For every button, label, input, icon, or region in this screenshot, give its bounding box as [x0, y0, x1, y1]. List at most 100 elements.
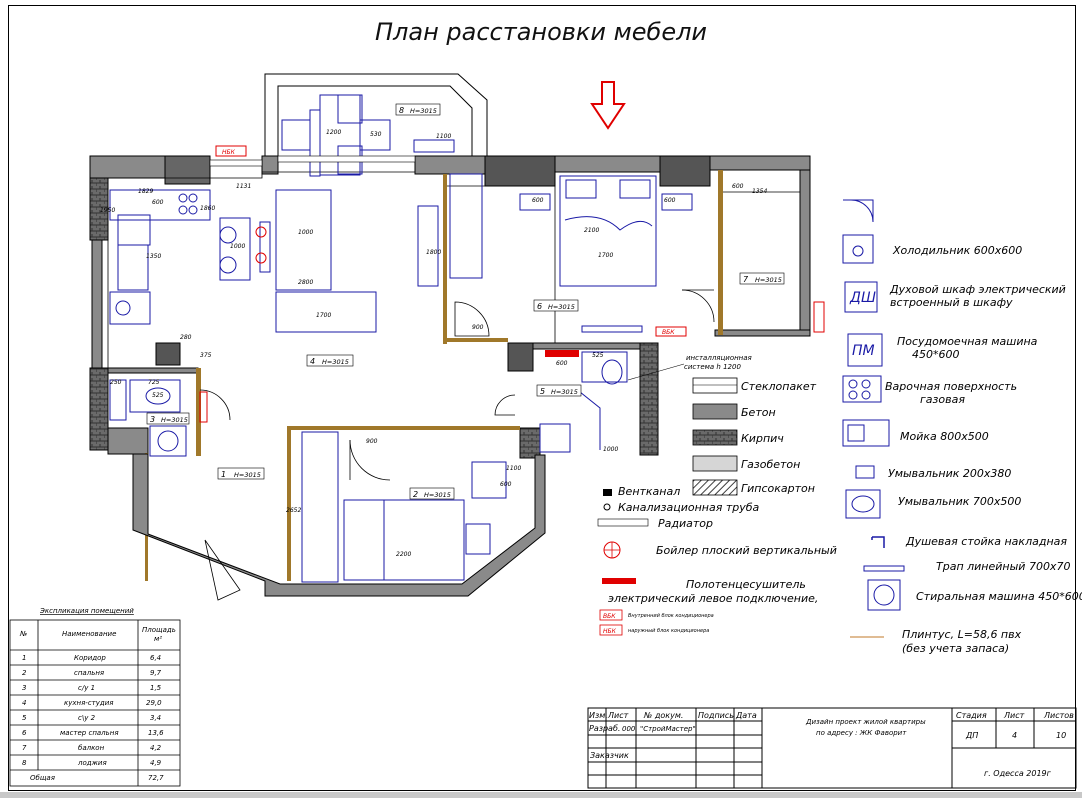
install-note: инсталляционная система h 1200 [627, 354, 752, 381]
svg-text:Бойлер плоский вертикальный: Бойлер плоский вертикальный [656, 544, 837, 557]
hob-icon [842, 375, 882, 403]
svg-text:Листов: Листов [1043, 711, 1074, 720]
dim-text: 600 [500, 481, 512, 488]
svg-text:5: 5 [22, 714, 27, 722]
svg-text:Плинтус, L=58,6 пвх: Плинтус, L=58,6 пвх [902, 628, 1022, 641]
svg-text:Внутренний блок кондиционера: Внутренний блок кондиционера [628, 613, 714, 619]
svg-text:Духовой шкаф электрический: Духовой шкаф электрический [889, 283, 1066, 296]
shower-icon [871, 536, 885, 548]
svg-text:8: 8 [399, 106, 404, 115]
beton-swatch [692, 403, 738, 420]
svg-text:7: 7 [743, 275, 749, 284]
svg-text:Умывальник 200х380: Умывальник 200х380 [888, 467, 1011, 480]
svg-text:7: 7 [22, 744, 27, 752]
svg-text:9,7: 9,7 [150, 669, 162, 677]
svg-text:1: 1 [221, 470, 226, 479]
svg-text:H=3015: H=3015 [755, 276, 782, 284]
svg-text:наружный блок кондиционера: наружный блок кондиционера [628, 628, 709, 634]
bottom-scrollbar[interactable] [0, 792, 1082, 798]
dim-text: 1000 [230, 243, 245, 250]
room-label-7: 7 H=3015 [739, 272, 785, 285]
title-block: Изм. Лист № докум. Подпись Дата Разраб. … [587, 707, 1077, 789]
svg-text:ПМ: ПМ [852, 343, 875, 359]
svg-text:ВБК: ВБК [662, 329, 675, 336]
towel-dryer-icon [602, 578, 636, 584]
svg-text:с\у 2: с\у 2 [78, 714, 96, 722]
svg-text:м²: м² [154, 635, 162, 643]
kitchen-sink-icon [842, 419, 890, 447]
dim-text: 250 [110, 379, 122, 386]
oven-icon [844, 281, 878, 313]
svg-text:г. Одесса 2019г: г. Одесса 2019г [984, 769, 1052, 778]
red-markers [199, 145, 825, 423]
svg-text:"СтройМастер": "СтройМастер" [640, 725, 696, 733]
svg-text:5: 5 [540, 387, 545, 396]
dim-text: 2800 [298, 279, 313, 286]
dim-text: 1354 [752, 188, 767, 195]
explication-heading: Экспликация помещений [39, 607, 134, 615]
svg-text:Стадия: Стадия [956, 711, 987, 720]
dim-text: 1131 [236, 183, 251, 190]
ventkanal-icon [603, 489, 612, 496]
svg-text:Посудомоечная машина: Посудомоечная машина [897, 335, 1038, 348]
svg-text:Лист: Лист [1003, 711, 1025, 720]
svg-text:2: 2 [413, 490, 418, 499]
svg-text:H=3015: H=3015 [424, 491, 451, 499]
dim-text: 900 [366, 438, 378, 445]
svg-text:(без учета запаса): (без учета запаса) [902, 642, 1009, 655]
svg-text:по адресу : ЖК Фаворит: по адресу : ЖК Фаворит [816, 729, 907, 737]
dim-text: 1829 [138, 188, 153, 195]
dim-text: 1200 [326, 129, 341, 136]
svg-text:Варочная поверхность: Варочная поверхность [885, 380, 1017, 393]
basin-large-icon [845, 489, 881, 519]
legend-materials: Стеклопакет Бетон Кирпич Газобетон Гипсо… [597, 377, 837, 636]
room-label-2: 2 H=3015 [409, 487, 455, 500]
svg-text:система h 1200: система h 1200 [684, 363, 741, 371]
svg-text:10: 10 [1056, 731, 1066, 740]
svg-text:ДШ: ДШ [849, 290, 876, 306]
svg-text:4,2: 4,2 [150, 744, 162, 752]
svg-text:H=3015: H=3015 [548, 303, 575, 311]
dim-text: 1800 [426, 249, 441, 256]
svg-text:ДП: ДП [965, 731, 978, 740]
svg-text:НБК: НБК [603, 628, 617, 635]
dim-text: 1700 [598, 252, 613, 259]
svg-text:спальня: спальня [74, 669, 104, 677]
dim-text: 600 [152, 199, 164, 206]
drawing-sheet [8, 5, 1076, 791]
dim-text: 1700 [316, 312, 331, 319]
linear-drain-icon [863, 565, 905, 572]
dim-text: 900 [472, 324, 484, 331]
svg-text:29,0: 29,0 [146, 699, 162, 707]
gazobeton-swatch [692, 455, 738, 472]
svg-text:№: № [19, 630, 27, 638]
explication-table: Экспликация помещений № Наименование Пло… [9, 607, 181, 787]
svg-text:Трап линейный 700х70: Трап линейный 700х70 [936, 560, 1070, 573]
svg-text:4: 4 [310, 357, 315, 366]
svg-text:2: 2 [22, 669, 27, 677]
svg-text:Лист: Лист [607, 711, 629, 720]
svg-text:Полотенцесушитель: Полотенцесушитель [686, 578, 806, 591]
svg-text:Подпись: Подпись [698, 711, 734, 720]
dim-text: 2652 [286, 507, 301, 514]
svg-text:8: 8 [22, 759, 27, 767]
dimensions: 1200 530 1100 1829 1131 600 1860 1950 13… [100, 129, 767, 558]
dim-text: 525 [592, 352, 604, 359]
svg-text:Радиатор: Радиатор [658, 517, 713, 530]
north-arrow-icon [590, 81, 626, 130]
ac-tags: НБК ВБК [222, 149, 675, 336]
dim-text: 725 [148, 379, 160, 386]
dim-text: 2100 [584, 227, 599, 234]
svg-text:Бетон: Бетон [741, 406, 776, 419]
svg-text:ВБК: ВБК [603, 613, 616, 620]
svg-text:Разраб.: Разраб. [589, 724, 620, 733]
dim-text: 1950 [100, 207, 115, 214]
fridge-icon [842, 234, 874, 264]
